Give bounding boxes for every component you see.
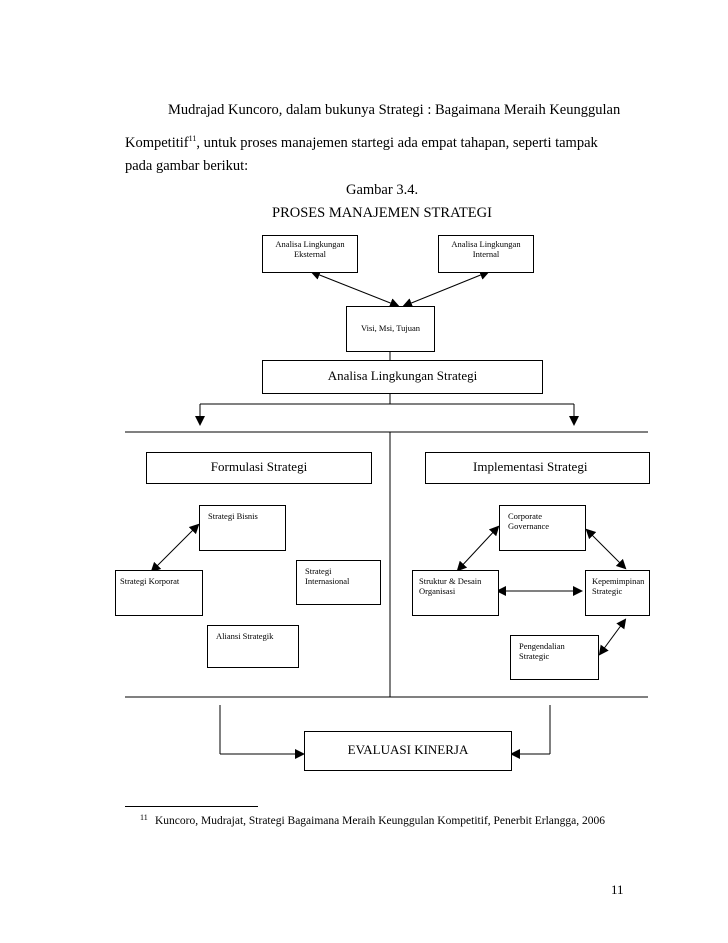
box-kepemimpinan-label: Kepemimpinan Strategic xyxy=(592,576,645,596)
box-aliansi-label: Aliansi Strategik xyxy=(216,631,274,641)
box-formulasi: Formulasi Strategi xyxy=(146,452,372,484)
box-analisa-strategi: Analisa Lingkungan Strategi xyxy=(262,360,543,394)
box-strategi-korporat-label: Strategi Korporat xyxy=(120,576,180,586)
box-evaluasi: EVALUASI KINERJA xyxy=(304,731,512,771)
intro-line-2b: , untuk proses manajemen startegi ada em… xyxy=(196,134,598,151)
box-implementasi: Implementasi Strategi xyxy=(425,452,650,484)
box-corporate-governance-label: Corporate Governance xyxy=(508,511,550,531)
box-strategi-bisnis: Strategi Bisnis xyxy=(199,505,286,551)
footnote-rule xyxy=(125,806,258,807)
box-corporate-governance: Corporate Governance xyxy=(499,505,586,551)
box-analisa-eksternal-label: Analisa Lingkungan Eksternal xyxy=(275,239,345,259)
box-pengendalian: Pengendalian Strategic xyxy=(510,635,599,680)
box-implementasi-label: Implementasi Strategi xyxy=(473,459,588,474)
box-strategi-internasional: Strategi Internasional xyxy=(296,560,381,605)
intro-line-3: pada gambar berikut: xyxy=(125,158,249,174)
footnote-ref: 11 xyxy=(188,134,197,143)
box-visi-label: Visi, Msi, Tujuan xyxy=(360,323,420,333)
intro-line-2a: Kompetitif xyxy=(125,134,189,151)
box-strategi-internasional-label: Strategi Internasional xyxy=(305,566,350,586)
intro-line-1: Mudrajad Kuncoro, dalam bukunya Strategi… xyxy=(168,102,621,118)
box-pengendalian-label: Pengendalian Strategic xyxy=(519,641,565,661)
box-struktur: Struktur & Desain Organisasi xyxy=(412,570,499,616)
box-analisa-internal: Analisa Lingkungan Internal xyxy=(438,235,534,273)
box-analisa-internal-label: Analisa Lingkungan Internal xyxy=(451,239,521,259)
footnote-text: Kuncoro, Mudrajat, Strategi Bagaimana Me… xyxy=(155,815,605,827)
page-number: 11 xyxy=(611,882,624,897)
box-strategi-bisnis-label: Strategi Bisnis xyxy=(208,511,258,521)
box-aliansi: Aliansi Strategik xyxy=(207,625,299,668)
box-struktur-label: Struktur & Desain Organisasi xyxy=(419,576,482,596)
box-evaluasi-label: EVALUASI KINERJA xyxy=(347,742,469,757)
box-visi: Visi, Msi, Tujuan xyxy=(346,306,435,352)
intro-line-2: Kompetitif11, untuk proses manajemen sta… xyxy=(125,129,598,153)
box-formulasi-label: Formulasi Strategi xyxy=(210,459,308,474)
figure-label: Gambar 3.4. xyxy=(346,182,419,198)
box-analisa-strategi-label: Analisa Lingkungan Strategi xyxy=(327,368,478,383)
figure-title: PROSES MANAJEMEN STRATEGI xyxy=(272,205,492,221)
box-strategi-korporat: Strategi Korporat xyxy=(115,570,203,616)
box-analisa-eksternal: Analisa Lingkungan Eksternal xyxy=(262,235,358,273)
footnote-number: 11 xyxy=(140,813,148,822)
box-kepemimpinan: Kepemimpinan Strategic xyxy=(585,570,650,616)
